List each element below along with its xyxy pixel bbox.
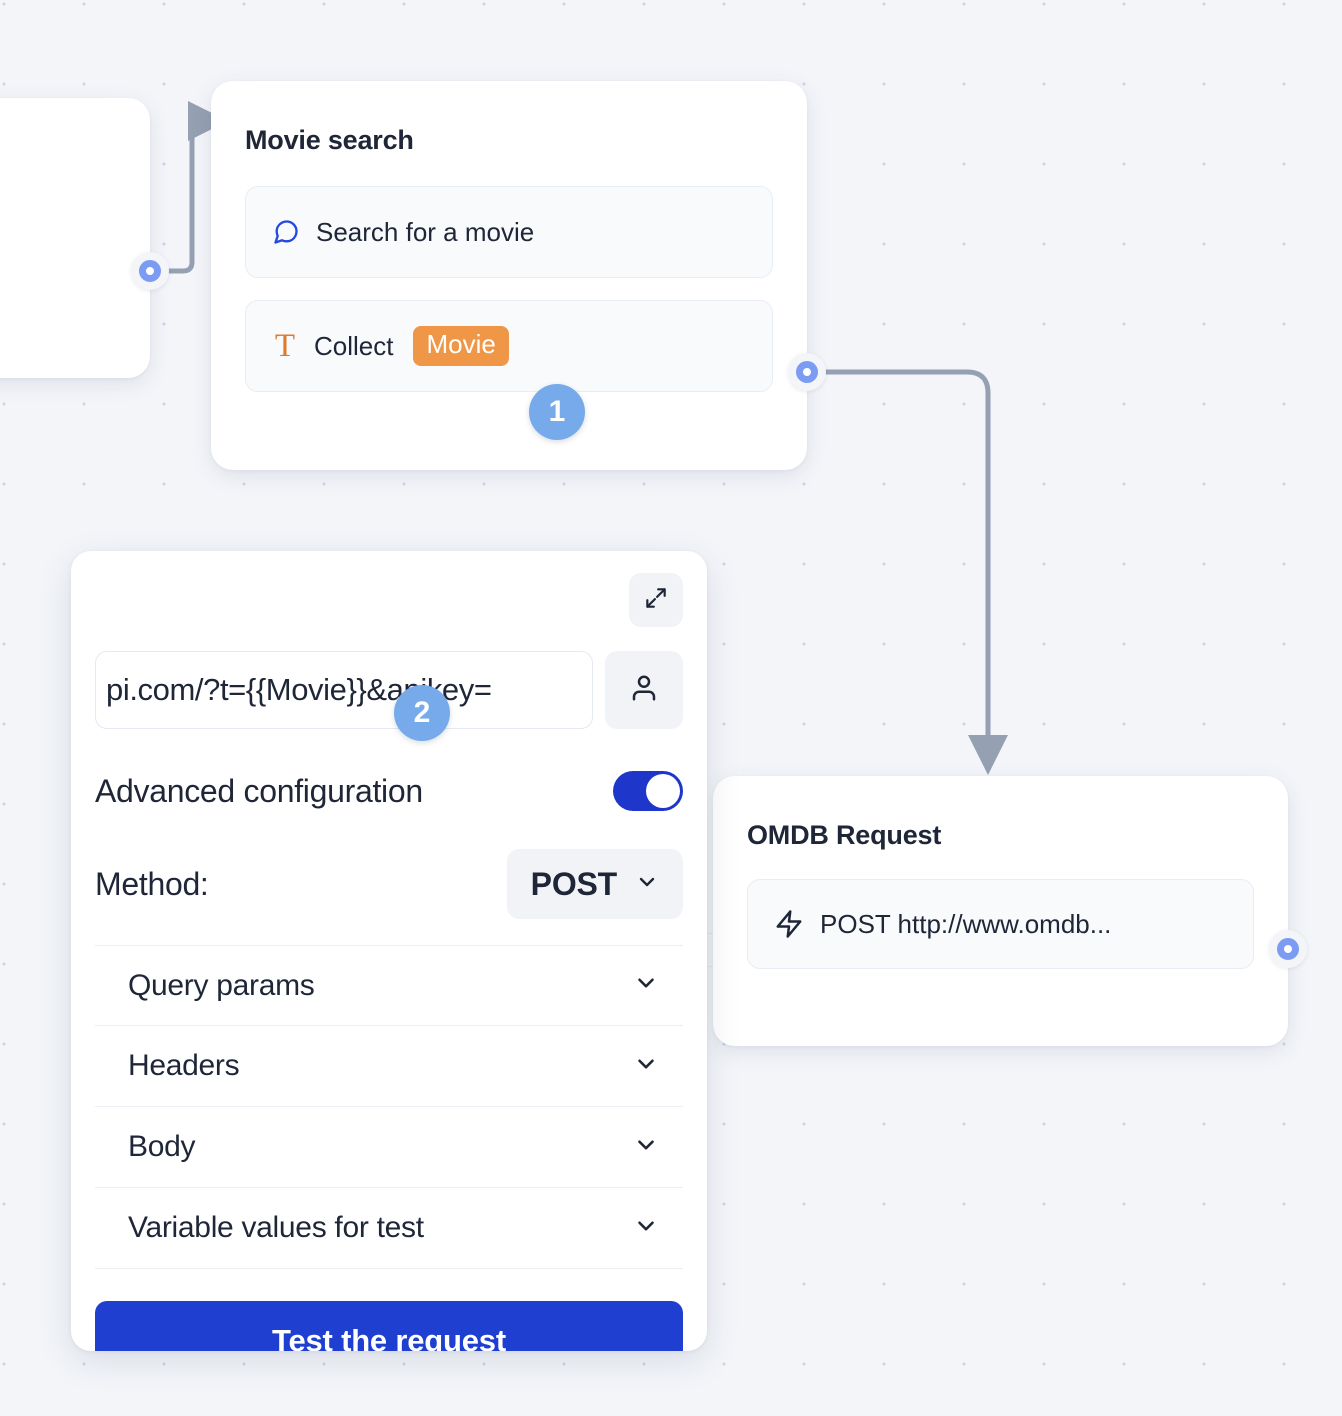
node-row-search-for-a-movie[interactable]: Search for a movie <box>245 186 773 278</box>
method-select[interactable]: POST <box>506 849 683 919</box>
accordion-label: Headers <box>128 1049 240 1082</box>
test-the-request-button[interactable]: Test the request <box>95 1301 683 1351</box>
chevron-down-icon <box>633 1051 683 1082</box>
expand-panel-button[interactable] <box>629 573 683 627</box>
accordion-item-headers[interactable]: Headers <box>95 1026 683 1107</box>
method-value: POST <box>530 865 618 902</box>
request-url-input[interactable]: pi.com/?t={{Movie}}&apikey= <box>95 651 593 729</box>
port-omdb-request-output[interactable] <box>1269 930 1307 968</box>
authorization-button[interactable] <box>605 651 683 729</box>
method-row: Method: POST <box>95 849 683 919</box>
chat-bubble-icon <box>272 218 300 246</box>
step-badge-1: 1 <box>529 384 585 440</box>
accordion-item-query-params[interactable]: Query params <box>95 945 683 1026</box>
advanced-configuration-row: Advanced configuration <box>95 771 683 811</box>
chevron-down-icon <box>633 1213 683 1244</box>
port-movie-search-output[interactable] <box>788 353 826 391</box>
port-previous-node-output[interactable] <box>131 252 169 290</box>
request-config-panel[interactable]: pi.com/?t={{Movie}}&apikey= Advanced con… <box>71 551 707 1351</box>
method-label: Method: <box>95 865 209 902</box>
node-title: Movie search <box>245 125 414 155</box>
accordion-label: Query params <box>128 968 315 1002</box>
accordion-item-variable-values-for-test[interactable]: Variable values for test <box>95 1188 683 1269</box>
advanced-configuration-toggle[interactable] <box>613 771 683 811</box>
node-row-post-request[interactable]: POST http://www.omdb... <box>747 879 1254 969</box>
chevron-down-icon <box>635 870 659 899</box>
chevron-down-icon <box>633 970 683 1001</box>
variable-chip-movie[interactable]: Movie <box>413 326 509 366</box>
node-omdb-request[interactable]: OMDB Request POST http://www.omdb... <box>713 776 1288 1046</box>
node-title: OMDB Request <box>747 820 942 850</box>
advanced-configuration-label: Advanced configuration <box>95 772 423 809</box>
url-row: pi.com/?t={{Movie}}&apikey= <box>95 651 683 729</box>
text-t-icon: T <box>274 327 296 364</box>
edge-movie-to-omdb <box>823 369 1008 775</box>
lightning-bolt-icon <box>774 909 804 939</box>
person-icon <box>629 673 659 708</box>
node-row-label: POST http://www.omdb... <box>820 908 1112 939</box>
node-movie-search[interactable]: Movie search Search for a movie T Collec… <box>211 81 807 470</box>
expand-diagonal-icon <box>643 585 669 616</box>
accordion-label: Body <box>128 1130 196 1163</box>
accordion-label: Variable values for test <box>128 1211 424 1244</box>
node-row-collect-movie[interactable]: T Collect Movie <box>245 300 773 392</box>
edge-left-to-movie <box>165 101 228 274</box>
node-row-label: Collect <box>314 330 394 361</box>
node-row-label: Search for a movie <box>316 216 535 247</box>
step-badge-2: 2 <box>394 685 450 741</box>
accordion-item-body[interactable]: Body <box>95 1107 683 1188</box>
chevron-down-icon <box>633 1132 683 1163</box>
node-partial-previous[interactable] <box>0 98 150 378</box>
config-accordion: Query params Headers Body Variable value… <box>95 945 683 1269</box>
